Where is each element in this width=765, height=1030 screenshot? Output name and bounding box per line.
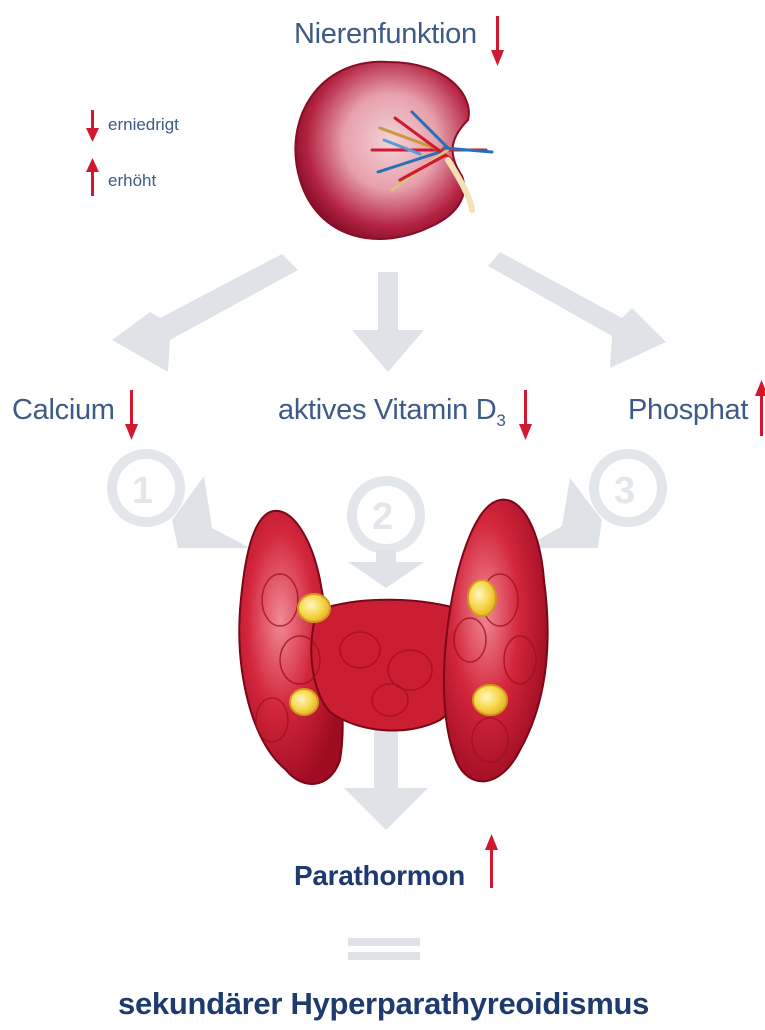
legend-up-arrow-icon <box>86 158 99 196</box>
kidney-function-title: Nierenfunktion <box>294 20 477 49</box>
step-number-1: 1 <box>132 470 153 513</box>
nodule-3 <box>468 580 496 616</box>
phosphat-trend-arrow-up-icon <box>755 380 765 436</box>
step-number-2: 2 <box>372 496 393 539</box>
trend-arrow-down-icon <box>491 16 504 66</box>
flow-arrow-right <box>488 252 666 368</box>
factor-phosphat-label: Phosphat <box>628 396 748 425</box>
legend-up-label: erhöht <box>108 172 156 189</box>
legend-down-arrow-icon <box>86 110 99 142</box>
factor-calcium-label: Calcium <box>12 396 115 425</box>
nodule-4 <box>473 685 507 715</box>
result-label: sekundärer Hyperparathyreoidismus <box>118 988 649 1019</box>
kidney-illustration <box>295 62 492 239</box>
factor-vitamin-d-label: aktives Vitamin D3 <box>278 396 506 429</box>
nodule-2 <box>290 689 318 715</box>
factor-vitamin-d-text: aktives Vitamin D <box>278 394 496 426</box>
step-number-3: 3 <box>614 470 635 513</box>
calcium-trend-arrow-down-icon <box>125 390 138 440</box>
vitamin-d-trend-arrow-down-icon <box>519 390 532 440</box>
equals-sign <box>348 938 420 960</box>
parathormon-label: Parathormon <box>294 862 465 890</box>
nodule-1 <box>298 594 330 622</box>
flow-arrow-left <box>112 254 298 372</box>
flow-arrow-down <box>344 720 428 830</box>
flow-arrow-3 <box>524 454 662 548</box>
parathormon-trend-arrow-up-icon <box>485 834 498 888</box>
flow-arrow-center <box>352 272 424 372</box>
legend-down-label: erniedrigt <box>108 116 179 133</box>
factor-vitamin-d-subscript: 3 <box>496 411 505 430</box>
